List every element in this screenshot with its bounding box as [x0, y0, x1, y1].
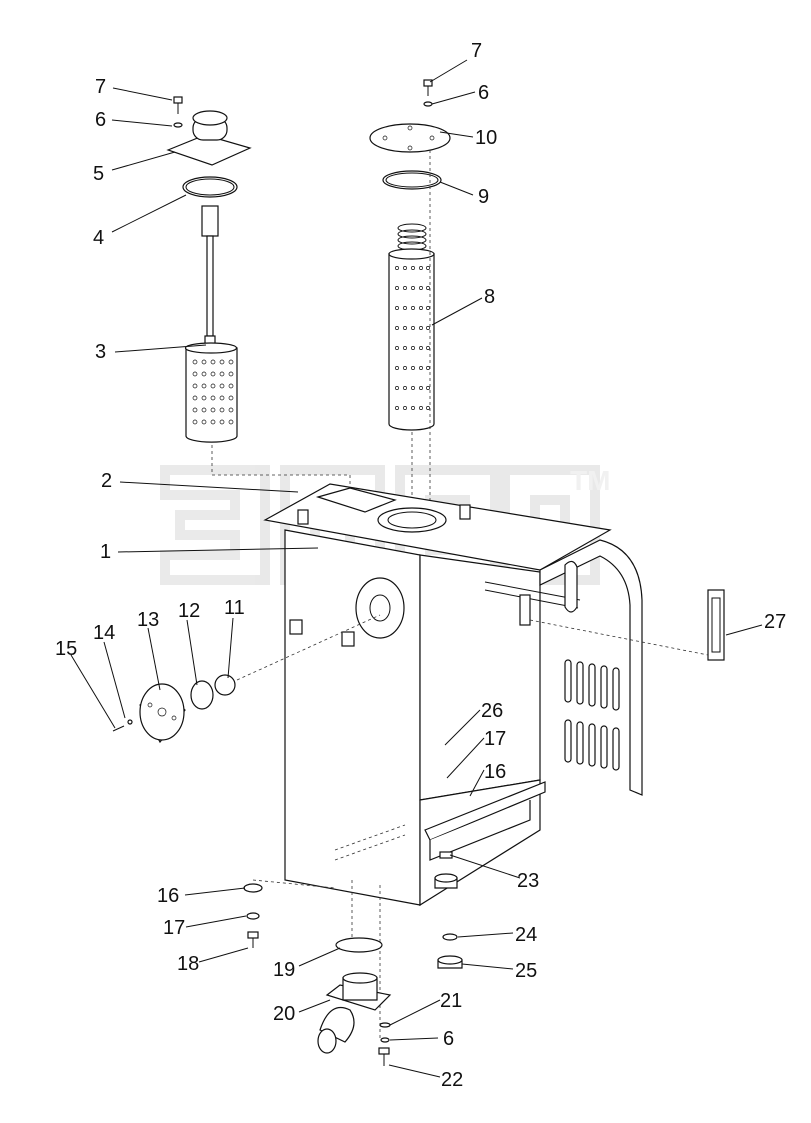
callout-7-right: 7	[471, 40, 482, 62]
callout-10: 10	[475, 127, 497, 149]
sight-gauge	[529, 589, 725, 661]
callout-18: 18	[177, 953, 199, 975]
suction-port-assembly	[112, 614, 381, 744]
callout-25: 25	[515, 960, 537, 982]
filler-cap-assembly	[166, 96, 351, 495]
outlet-assembly	[243, 879, 463, 1066]
callout-19: 19	[273, 959, 295, 981]
callout-20: 20	[273, 1003, 295, 1025]
hydraulic-tank	[263, 483, 643, 1040]
strainer-perforations	[192, 359, 234, 425]
callout-24: 24	[515, 924, 537, 946]
callout-17-left: 17	[163, 917, 185, 939]
callout-26: 26	[481, 700, 503, 722]
callout-3: 3	[95, 341, 106, 363]
trademark-text: TM	[570, 465, 610, 496]
spring	[397, 223, 427, 251]
callout-27: 27	[764, 611, 786, 633]
callout-2: 2	[101, 470, 112, 492]
callout-16-left: 16	[157, 885, 179, 907]
callout-8: 8	[484, 286, 495, 308]
callout-14: 14	[93, 622, 115, 644]
callout-21: 21	[440, 990, 462, 1012]
callout-6-bottom: 6	[443, 1028, 454, 1050]
callout-labels: 7 6 5 4 3 2 1 7 6 10 9 8 27 13 12 11 14 …	[55, 40, 786, 1091]
leader-lines	[70, 59, 763, 1078]
callout-12: 12	[178, 600, 200, 622]
callout-1: 1	[100, 541, 111, 563]
callout-11: 11	[224, 597, 245, 619]
callout-16-right: 16	[484, 761, 506, 783]
guard-vents	[564, 659, 620, 771]
callout-9: 9	[478, 186, 489, 208]
callout-17-right: 17	[484, 728, 506, 750]
callout-5: 5	[93, 163, 104, 185]
callout-23: 23	[517, 870, 539, 892]
callout-22: 22	[441, 1069, 463, 1091]
callout-7-left: 7	[95, 76, 106, 98]
callout-15: 15	[55, 638, 77, 660]
callout-6-right: 6	[478, 82, 489, 104]
return-filter-assembly	[369, 79, 451, 505]
filter-perforations	[395, 266, 430, 410]
callout-4: 4	[93, 227, 104, 249]
callout-13: 13	[137, 609, 159, 631]
callout-6-left: 6	[95, 109, 106, 131]
